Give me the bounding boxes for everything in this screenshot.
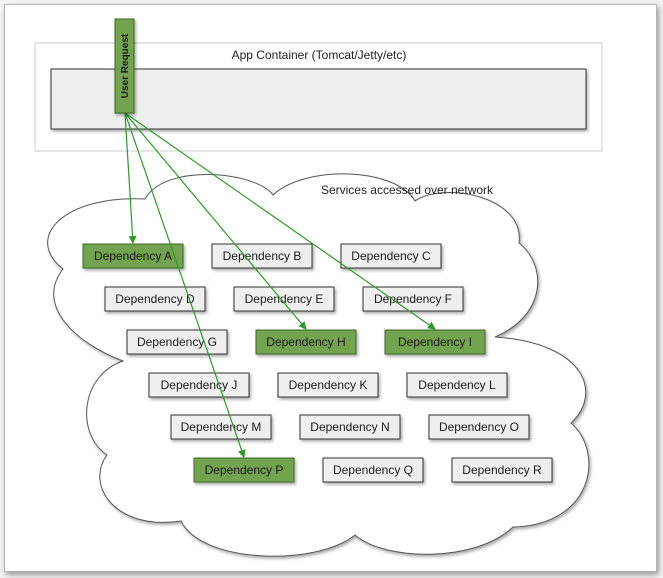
dependency-box-b: [211, 243, 313, 269]
arrow-to-dependency-h: [124, 112, 307, 330]
network-label: Services accessed over network: [321, 183, 494, 197]
dependency-box-l: [406, 372, 508, 398]
architecture-diagram: App Container (Tomcat/Jetty/etc) Service…: [34, 18, 603, 557]
dependency-box-j: [148, 372, 250, 398]
dependency-label-c: Dependency C: [351, 249, 431, 263]
dependency-label-o: Dependency O: [439, 420, 519, 434]
dependency-label-k: Dependency K: [289, 378, 368, 392]
dependency-box-d: [104, 286, 206, 312]
user-request-label: User Request: [120, 33, 131, 98]
dependency-box-e: [233, 286, 335, 312]
dependency-box-r: [451, 457, 553, 483]
dependency-label-e: Dependency E: [245, 292, 324, 306]
dependency-label-n: Dependency N: [310, 420, 389, 434]
dependency-label-a: Dependency A: [94, 249, 172, 263]
dependency-box-n: [299, 414, 401, 440]
dependency-label-h: Dependency H: [266, 335, 345, 349]
dependency-label-q: Dependency Q: [333, 463, 413, 477]
dependency-box-h: [255, 329, 357, 355]
dependency-box-q: [322, 457, 424, 483]
dependency-box-p: [193, 457, 295, 483]
network-cloud: [47, 173, 590, 557]
arrow-to-dependency-p: [124, 112, 246, 458]
dependency-box-m: [170, 414, 272, 440]
dependency-label-m: Dependency M: [181, 420, 262, 434]
arrow-to-dependency-i: [124, 112, 436, 330]
dependency-label-p: Dependency P: [205, 463, 284, 477]
request-arrows: [124, 112, 436, 458]
diagram-frame: App Container (Tomcat/Jetty/etc) Service…: [4, 4, 657, 572]
dependency-box-o: [428, 414, 530, 440]
dependency-box-c: [340, 243, 442, 269]
dependency-label-f: Dependency F: [374, 292, 452, 306]
dependency-label-g: Dependency G: [137, 335, 217, 349]
dependency-label-i: Dependency I: [398, 335, 472, 349]
arrow-to-dependency-a: [124, 112, 137, 244]
dependency-label-b: Dependency B: [223, 249, 302, 263]
dependency-box-g: [126, 329, 228, 355]
dependency-box-i: [384, 329, 486, 355]
user-request-box: [114, 18, 135, 114]
dependency-label-r: Dependency R: [462, 463, 542, 477]
dependency-box-k: [277, 372, 379, 398]
dependency-label-j: Dependency J: [161, 378, 238, 392]
dependency-box-a: [82, 243, 184, 269]
app-container-title: App Container (Tomcat/Jetty/etc): [232, 48, 407, 62]
dependency-label-l: Dependency L: [418, 378, 496, 392]
app-container-box: [50, 68, 587, 130]
dependency-label-d: Dependency D: [115, 292, 195, 306]
